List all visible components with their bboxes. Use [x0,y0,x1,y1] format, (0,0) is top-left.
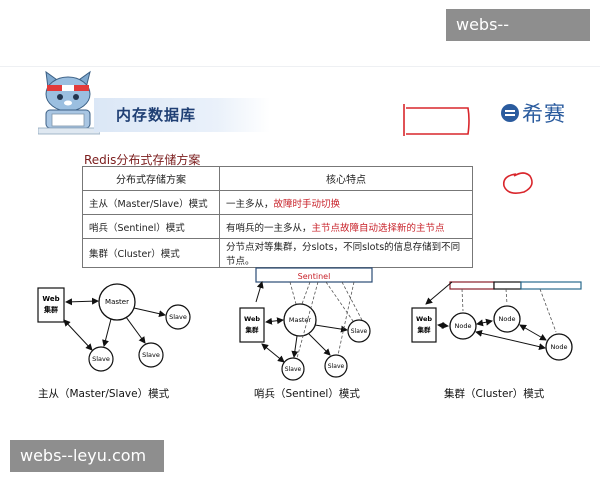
slave-label: Slave [285,366,302,373]
watermark-bottom: webs--leyu.com [10,440,164,472]
sentinel-label: Sentinel [298,272,331,281]
feature-highlight: 主节点故障自动选择新的主节点 [311,222,445,234]
page-title: 内存数据库 [116,106,197,124]
node-label: Node [455,322,472,330]
brand-logo: 希赛 [500,98,566,128]
web-cluster-box [37,287,65,323]
web-label: Web [416,315,432,323]
slot-segment [449,281,495,290]
slave-node [88,346,114,372]
master-node [283,303,317,337]
feature-text: 分节点对等集群，分slots，不同slots的信息存储到不同节点。 [226,242,461,267]
slave-node [281,357,305,381]
feature-cell: 一主多从，故障时手动切换 [219,190,473,215]
web-label: Web [42,295,59,303]
feature-text: 一主多从， [226,198,274,210]
web-cluster-label: 集群 [245,325,260,334]
feature-highlight: 故障时手动切换 [273,198,341,210]
cluster-node [449,312,477,340]
master-label: Master [105,298,129,306]
table-header-row: 分布式存储方案 核心特点 [82,166,473,191]
web-label: Web [244,315,260,323]
slave-node [347,319,371,343]
watermark-top: webs--leyu.com [446,9,590,66]
brand-name: 希赛 [522,102,566,126]
slot-segment [493,281,522,290]
scheme-cell: 哨兵（Sentinel）模式 [82,214,220,239]
xisai-logo-icon [501,104,519,122]
sentinel-diagram: Sentinel Web 集群 Master Slave Slave Slave [239,267,373,381]
slave-label: Slave [169,313,187,321]
feature-cell: 有哨兵的一主多从，主节点故障自动选择新的主节点 [219,214,473,239]
slide-top-border [0,66,600,67]
storage-scheme-table: 分布式存储方案 核心特点 主从（Master/Slave）模式 一主多从，故障时… [82,166,473,268]
section-subtitle: Redis分布式存储方案 [84,153,201,167]
cluster-caption: 集群（Cluster）模式 [444,388,545,400]
feature-text: 有哨兵的一主多从， [226,222,312,234]
sentinel-caption: 哨兵（Sentinel）模式 [254,388,360,400]
web-cluster-box [411,307,437,343]
slave-label: Slave [142,351,160,359]
master-slave-diagram: Web 集群 Master Slave Slave Slave [37,283,191,372]
scheme-cell: 集群（Cluster）模式 [82,238,220,268]
title-bar [94,98,270,132]
architecture-diagrams: Web 集群 Master Slave Slave Slave Sentinel… [37,267,582,381]
web-cluster-label: 集群 [417,325,432,334]
node-label: Node [551,343,568,351]
table-header-scheme: 分布式存储方案 [82,166,220,191]
table-header-feature: 核心特点 [219,166,473,191]
table-row: 集群（Cluster）模式 分节点对等集群，分slots，不同slots的信息存… [82,238,473,268]
feature-cell: 分节点对等集群，分slots，不同slots的信息存储到不同节点。 [219,238,473,268]
node-label: Node [499,315,516,323]
cluster-diagram: Web 集群 Node Node Node [411,281,582,361]
scheme-cell: 主从（Master/Slave）模式 [82,190,220,215]
slave-label: Slave [351,328,368,335]
slave-label: Slave [92,355,110,363]
table-row: 哨兵（Sentinel）模式 有哨兵的一主多从，主节点故障自动选择新的主节点 [82,214,473,239]
web-cluster-box [239,307,265,343]
web-cluster-label: 集群 [43,305,58,314]
red-annotation-sketch [403,104,533,194]
slave-label: Slave [328,363,345,370]
master-label: Master [289,316,312,324]
cluster-node [545,333,573,361]
slave-node [324,354,348,378]
cat-mascot-icon [38,70,100,135]
table-row: 主从（Master/Slave）模式 一主多从，故障时手动切换 [82,190,473,215]
sentinel-box [255,267,373,283]
slave-node [165,304,191,330]
master-slave-caption: 主从（Master/Slave）模式 [38,388,170,400]
master-node [98,283,136,321]
slave-node [138,342,164,368]
slot-segment [520,281,582,290]
